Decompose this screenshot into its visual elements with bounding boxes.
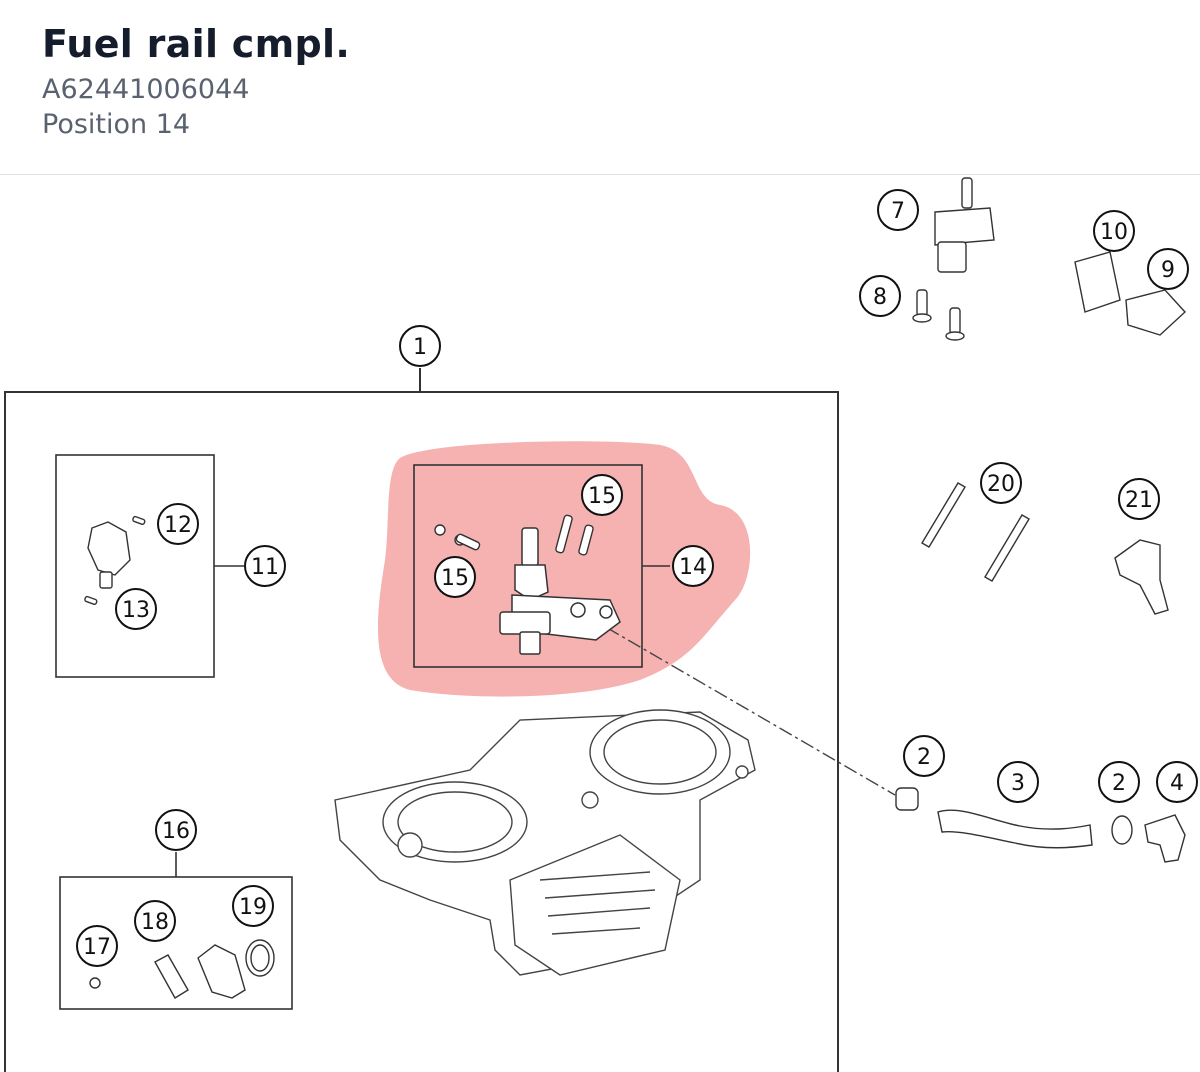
svg-text:4: 4 [1170, 771, 1184, 796]
part-title: Fuel rail cmpl. [42, 22, 351, 66]
svg-text:14: 14 [679, 555, 707, 580]
throttle-body-part[interactable] [334, 709, 756, 976]
screws-15 [434, 514, 594, 556]
callout-12[interactable]: 12 [157, 503, 199, 545]
callout-10[interactable]: 10 [1093, 210, 1135, 252]
svg-text:17: 17 [83, 935, 111, 960]
callout-19[interactable]: 19 [232, 885, 274, 927]
part-8 [912, 289, 965, 341]
svg-text:20: 20 [987, 472, 1015, 497]
callout-11[interactable]: 11 [244, 545, 286, 587]
header: Fuel rail cmpl. A62441006044 Position 14 [0, 0, 1200, 175]
svg-text:7: 7 [891, 199, 905, 224]
svg-text:11: 11 [251, 555, 279, 580]
svg-text:2: 2 [917, 745, 931, 770]
svg-text:21: 21 [1125, 488, 1153, 513]
svg-text:1: 1 [413, 335, 427, 360]
connection-line [584, 614, 896, 796]
fuel-rail-highlight[interactable] [377, 441, 751, 697]
part-20 [921, 482, 1030, 582]
part-number: A62441006044 [42, 74, 250, 105]
callout-21[interactable]: 21 [1118, 478, 1160, 520]
svg-text:18: 18 [141, 910, 169, 935]
sensor-group-2-box [59, 852, 293, 1010]
callout-7[interactable]: 7 [877, 189, 919, 231]
callout-9[interactable]: 9 [1147, 248, 1189, 290]
sensor-12-part [84, 515, 146, 606]
callout-2b[interactable]: 2 [1098, 761, 1140, 803]
part-7 [934, 177, 995, 273]
callout-3[interactable]: 3 [997, 761, 1039, 803]
svg-text:19: 19 [239, 895, 267, 920]
svg-text:9: 9 [1161, 258, 1175, 283]
callout-14[interactable]: 14 [672, 545, 714, 587]
callout-18[interactable]: 18 [134, 900, 176, 942]
callout-8[interactable]: 8 [859, 275, 901, 317]
callout-4[interactable]: 4 [1156, 761, 1198, 803]
callout-2a[interactable]: 2 [903, 735, 945, 777]
callout-1[interactable]: 1 [399, 325, 441, 367]
sensor-group-box [55, 454, 244, 678]
callout-20[interactable]: 20 [980, 462, 1022, 504]
svg-text:15: 15 [588, 484, 616, 509]
svg-text:16: 16 [162, 819, 190, 844]
svg-text:12: 12 [164, 513, 192, 538]
svg-text:13: 13 [122, 598, 150, 623]
svg-text:8: 8 [873, 285, 887, 310]
callout-15a[interactable]: 15 [581, 474, 623, 516]
callout-17[interactable]: 17 [76, 925, 118, 967]
hose-assembly [895, 787, 1186, 863]
callout-15b[interactable]: 15 [434, 556, 476, 598]
svg-text:15: 15 [441, 566, 469, 591]
svg-text:10: 10 [1100, 220, 1128, 245]
callout-13[interactable]: 13 [115, 588, 157, 630]
part-9-10 [1074, 251, 1186, 336]
svg-text:3: 3 [1011, 771, 1025, 796]
main-assembly-frame [4, 368, 839, 1072]
position-label: Position 14 [42, 109, 191, 140]
fuel-rail-box [413, 464, 670, 668]
fuel-rail-part[interactable] [499, 527, 621, 655]
sensor-19-part [89, 939, 275, 999]
svg-text:2: 2 [1112, 771, 1126, 796]
part-21 [1114, 539, 1169, 615]
callout-16[interactable]: 16 [155, 809, 197, 851]
